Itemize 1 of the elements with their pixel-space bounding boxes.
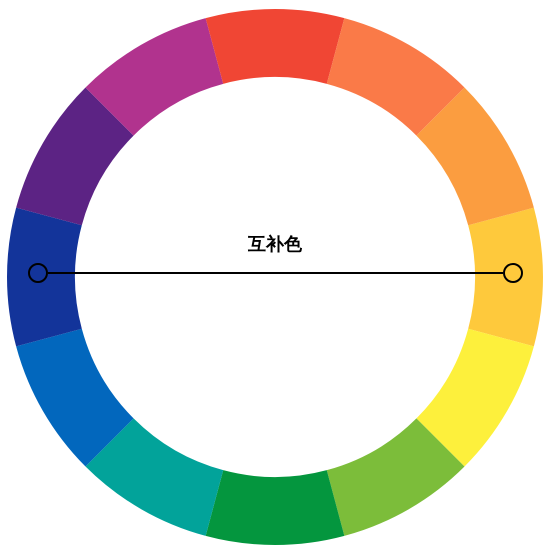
connector-line (48, 272, 503, 274)
